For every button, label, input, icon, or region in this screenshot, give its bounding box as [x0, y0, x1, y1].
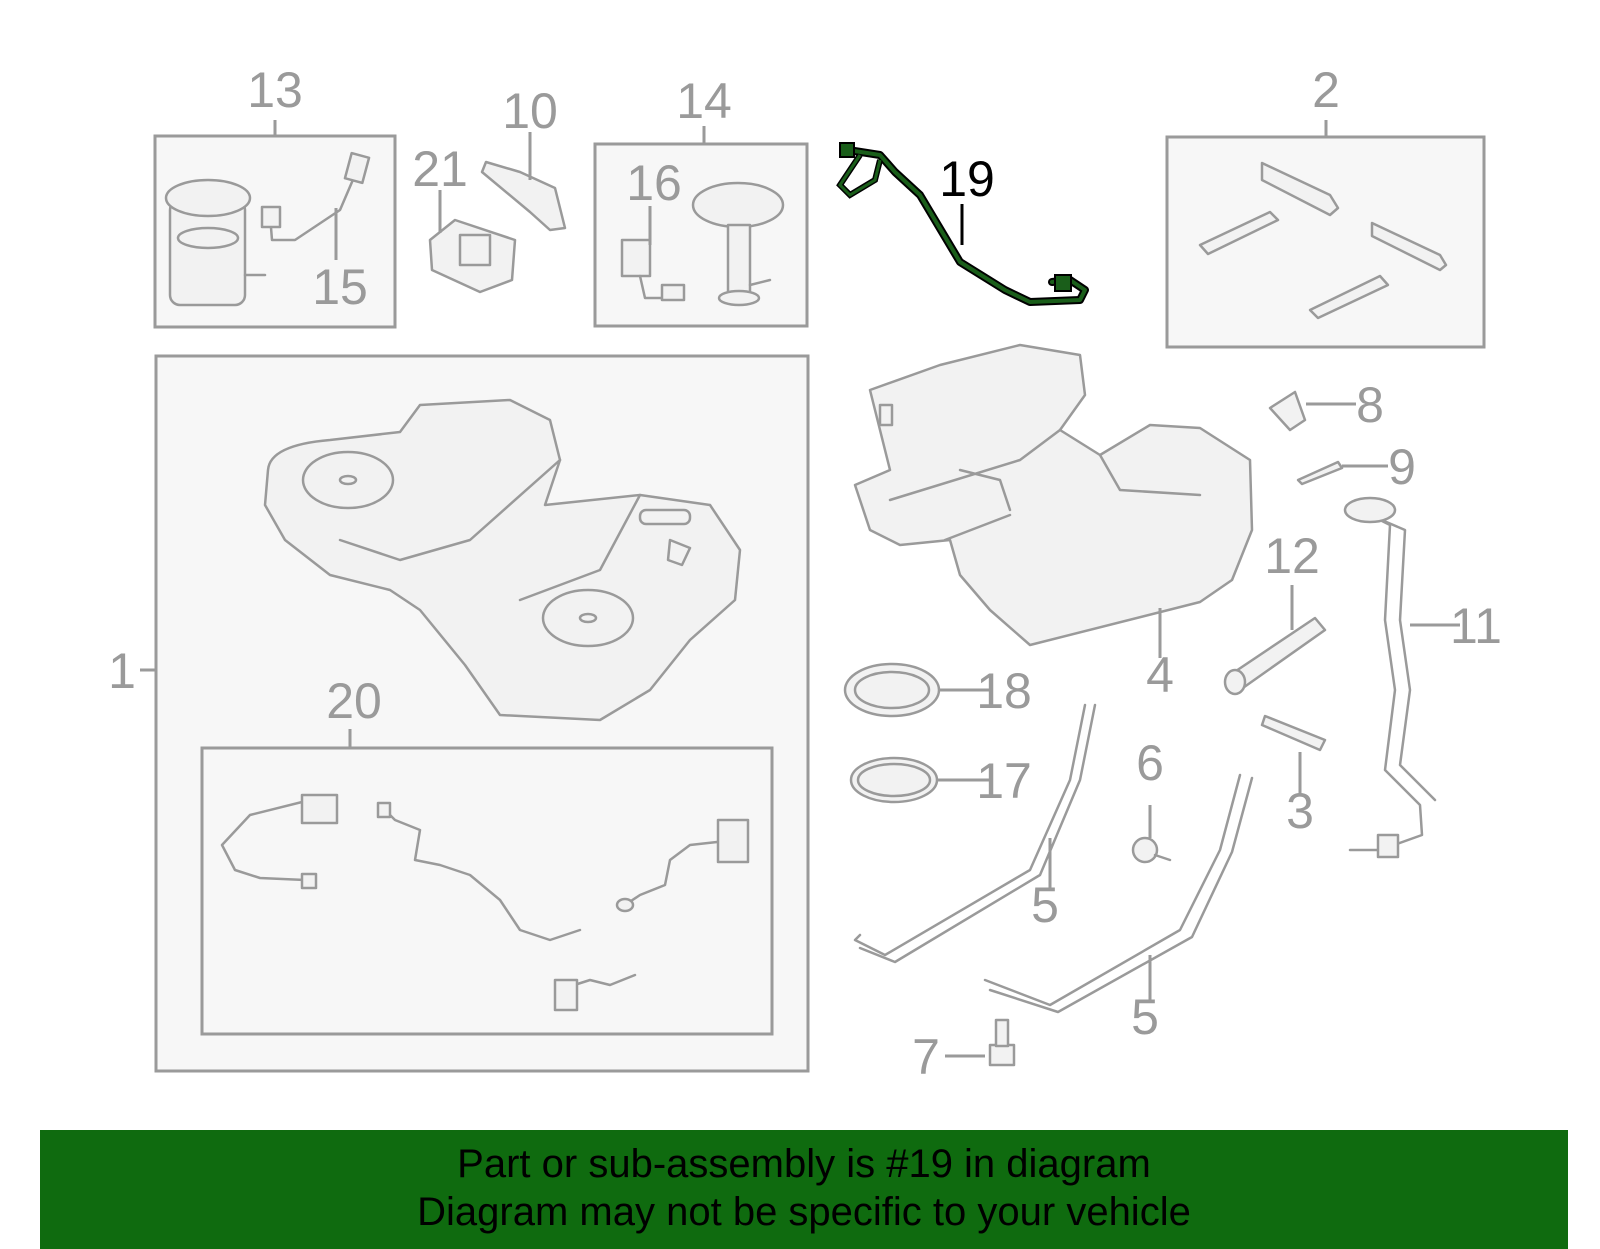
tank-strap-part-5a[interactable]	[853, 703, 1097, 964]
callout-12: 12	[1264, 528, 1320, 584]
lock-ring-part-18[interactable]	[843, 662, 941, 718]
pump-harness-part[interactable]	[260, 151, 371, 242]
pad-part-3[interactable]	[1260, 714, 1327, 752]
banner-line-2: Diagram may not be specific to your vehi…	[417, 1190, 1191, 1234]
callout-2: 2	[1312, 62, 1340, 118]
level-sensor-part-16[interactable]	[620, 238, 686, 302]
callout-15: 15	[312, 259, 368, 315]
clip-part-8[interactable]	[1268, 390, 1307, 432]
callout-21: 21	[412, 141, 468, 197]
callout-10: 10	[502, 83, 558, 139]
callout-11: 11	[1450, 598, 1502, 654]
callout-14: 14	[676, 73, 732, 129]
harness-set-part-20[interactable]	[220, 793, 750, 1012]
gasket-part-17[interactable]	[849, 756, 939, 804]
callout-5a: 5	[1031, 877, 1059, 933]
callout-9: 9	[1388, 439, 1416, 495]
info-banner: Part or sub-assembly is #19 in diagram D…	[40, 1130, 1568, 1249]
bolt-part-6[interactable]	[1131, 836, 1172, 864]
callout-8: 8	[1356, 377, 1384, 433]
parts-diagram: 13 10 21 15 14 16 19 2 8 9 12 11 4 18 17…	[108, 62, 1502, 1085]
fuel-pump-module-part[interactable]	[164, 178, 267, 307]
tank-strap-part-5b[interactable]	[983, 773, 1254, 1014]
bracket-part-10[interactable]	[480, 160, 567, 232]
callout-17: 17	[976, 753, 1032, 809]
callout-7: 7	[912, 1029, 940, 1085]
callout-5b: 5	[1131, 989, 1159, 1045]
callout-6: 6	[1136, 735, 1164, 791]
wiring-harness-part-19[interactable]	[836, 142, 1089, 306]
filler-pipe-part-11[interactable]	[1343, 496, 1437, 859]
callout-3: 3	[1286, 783, 1314, 839]
hose-part-12[interactable]	[1223, 616, 1327, 696]
callout-16: 16	[626, 155, 682, 211]
insulator-pads-part[interactable]	[1198, 161, 1448, 320]
box-20	[200, 746, 774, 1036]
callout-13: 13	[247, 62, 303, 118]
clip-part-9[interactable]	[1296, 460, 1344, 486]
fuel-tank-side-view-part-4[interactable]	[853, 343, 1254, 647]
callout-1: 1	[108, 643, 136, 699]
callout-20: 20	[326, 673, 382, 729]
callout-19: 19	[939, 151, 995, 207]
callout-18: 18	[976, 663, 1032, 719]
callout-4: 4	[1146, 647, 1174, 703]
banner-line-1: Part or sub-assembly is #19 in diagram	[457, 1142, 1151, 1186]
bolt-part-7[interactable]	[988, 1018, 1016, 1067]
control-module-part-21[interactable]	[428, 218, 517, 294]
sending-unit-part[interactable]	[691, 181, 785, 307]
fuel-tank-part[interactable]	[263, 398, 742, 722]
box-14	[593, 142, 809, 328]
